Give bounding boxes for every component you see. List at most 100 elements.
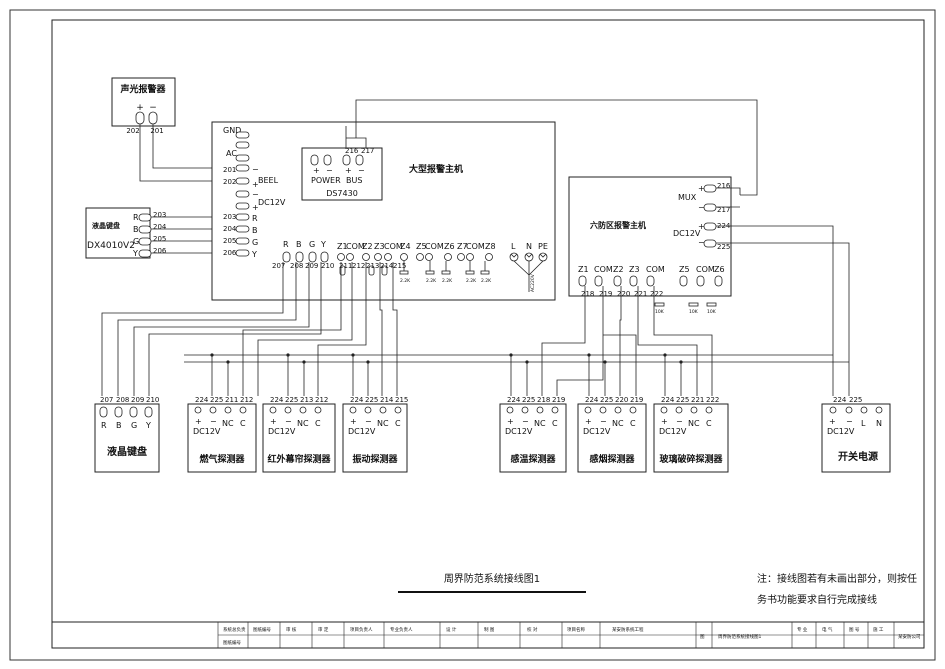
junction-dot [663,353,667,357]
svg-text:DC12V: DC12V [258,198,286,207]
svg-text:B: B [252,226,258,235]
ds7430-model: DS7430 [326,189,358,198]
resistor-label: 2.2K [442,278,453,284]
svg-text:205: 205 [153,235,166,243]
svg-text:204: 204 [223,225,237,233]
junction-dot [509,353,513,357]
note-line-1: 注：接线图若有未画出部分，则按任 [757,572,917,585]
detector-terminal-number: 220 [615,396,628,404]
detector-terminal [224,406,232,414]
detector-terminal-number: 222 [706,396,719,404]
resistor-label: 2.2K [481,278,492,284]
dx4010-model: DX4010V2 [87,241,135,251]
keypad-block: 207 208 209 210 R B G Y 液晶键盘 [94,396,160,473]
resistor [654,302,665,307]
svg-text:G: G [133,237,139,246]
svg-text:R: R [101,421,107,430]
zone-label: COM [346,242,365,251]
six-zone-number: 220 [617,290,630,298]
svg-text:图 号: 图 号 [849,627,860,633]
wire [257,262,353,396]
six-zone-label: Z3 [629,265,640,274]
svg-text:+: + [313,166,320,175]
terminal-number: 214 [380,262,394,270]
svg-text:审 核: 审 核 [286,626,297,633]
svg-text:216: 216 [345,147,359,155]
detector-terminal [521,406,529,414]
six-zone-terminal [646,275,655,287]
svg-text:液晶键盘: 液晶键盘 [92,221,120,230]
svg-text:制 图: 制 图 [484,626,495,633]
detector-terminal [349,406,357,414]
svg-text:+: + [507,417,514,426]
svg-text:+: + [350,417,357,426]
svg-text:G: G [131,421,137,430]
svg-text:NC: NC [688,419,700,428]
keypad-label: 液晶键盘 [107,445,147,458]
terminal-number: 215 [393,262,406,270]
zone-terminal [400,253,408,261]
resistor [441,270,451,275]
six-zone-number: 219 [599,290,612,298]
svg-text:+: + [585,417,592,426]
six-zone-label: Z5 [679,265,690,274]
terminal-number: 211 [339,262,352,270]
zone-label: Z8 [485,242,496,251]
svg-text:R: R [133,213,139,222]
detector-terminal [629,406,637,414]
six-zone-power-wires [716,187,850,396]
terminal-number: 210 [321,262,334,270]
six-zone-label: COM [594,265,613,274]
svg-text:校 对: 校 对 [527,626,538,633]
svg-text:−: − [698,203,705,212]
detector-terminal [705,406,713,414]
svg-text:C: C [395,419,401,428]
detector-terminal-number: 213 [300,396,313,404]
svg-text:审 定: 审 定 [318,626,329,633]
junction-dot [603,360,607,364]
detector-terminal [379,406,387,414]
outer-frame [9,9,936,661]
junction-dot [351,353,355,357]
zone-terminal [457,253,465,261]
detector-terminal [660,406,668,414]
svg-text:−: − [846,417,853,426]
six-zone-number: 221 [634,290,647,298]
svg-text:216: 216 [717,182,731,190]
resistor-label: 10K [689,309,699,315]
detector-terminal [599,406,607,414]
svg-text:204: 204 [153,223,167,231]
svg-text:NC: NC [222,419,234,428]
junction-dot [525,360,529,364]
svg-text:C: C [315,419,321,428]
svg-text:202: 202 [126,127,139,135]
detector-label: 红外幕帘探测器 [267,453,331,465]
six-zone-number: 218 [581,290,594,298]
svg-text:+: + [270,417,277,426]
six-zone-terminal [696,275,705,287]
terminal-number: 212 [352,262,365,270]
svg-text:+: + [698,184,705,193]
sounder-block: 声光报警器 + − 202 201 [111,77,176,135]
junction-dot [226,360,230,364]
detector-terminal-number: 224 [507,396,521,404]
svg-text:+: + [252,180,259,189]
svg-text:C: C [706,419,712,428]
six-zone-terminal [578,275,587,287]
detector-terminal [690,406,698,414]
resistor-label: 2.2K [466,278,477,284]
svg-text:NC: NC [612,419,624,428]
ds7430-block: 216 217 + − + − POWER BUS DS7430 [301,147,383,201]
svg-text:205: 205 [223,237,236,245]
resistor-label: 10K [707,309,717,315]
wire [148,262,322,396]
detector-terminal [284,406,292,414]
